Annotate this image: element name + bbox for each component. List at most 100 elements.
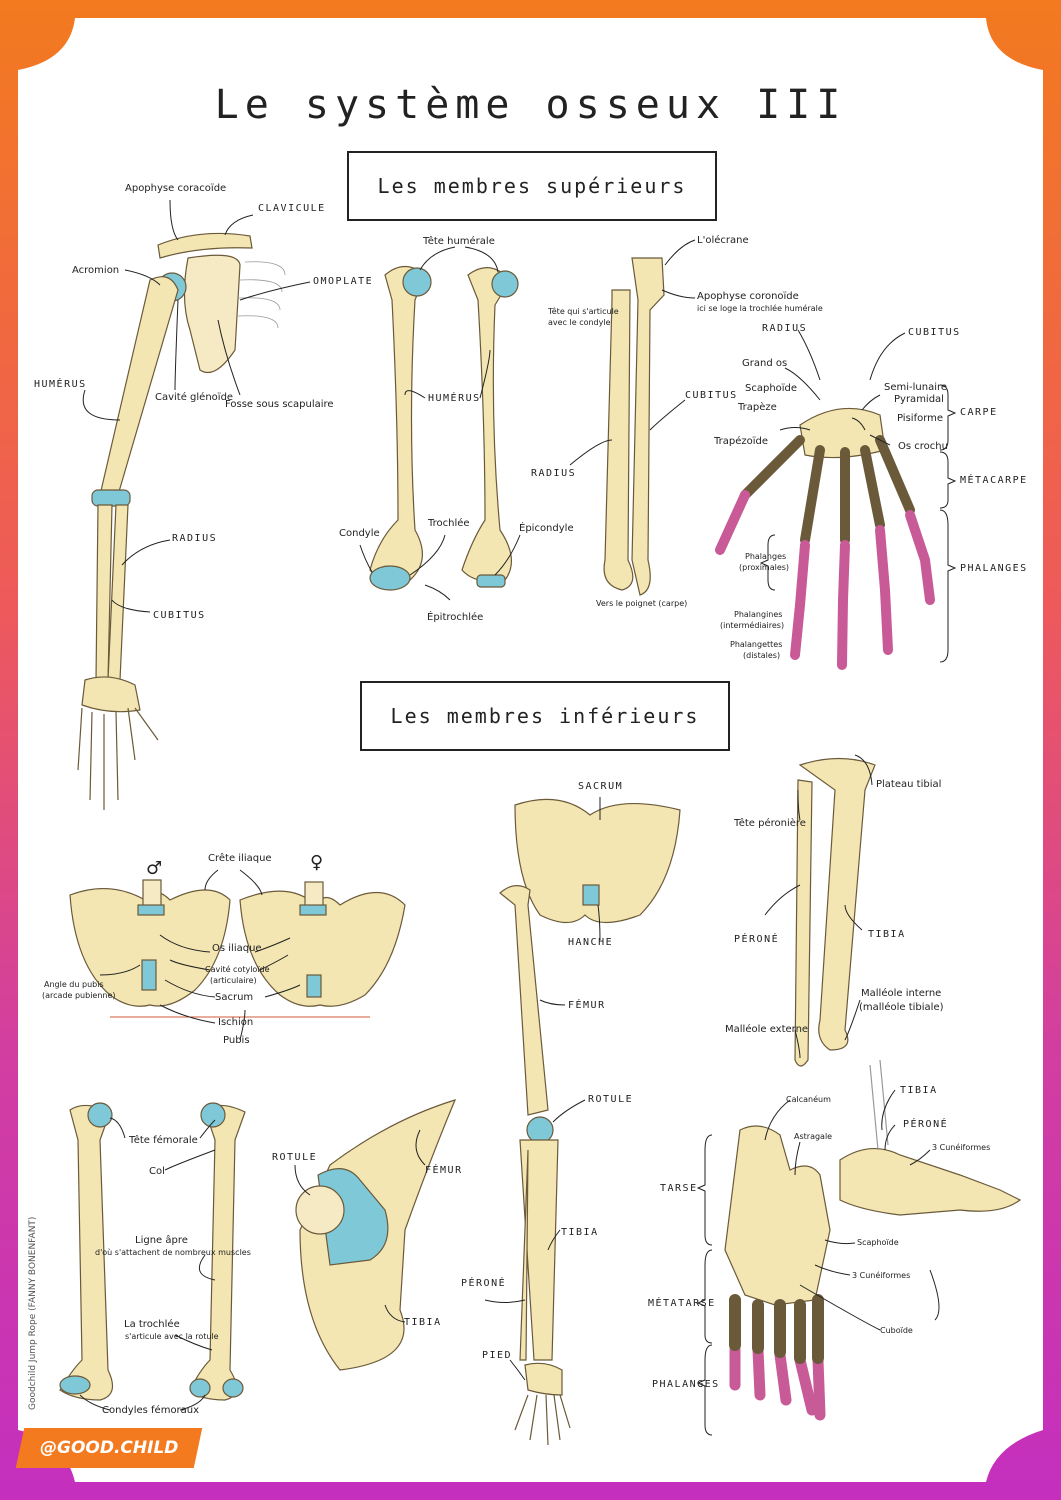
label-arcade-pubienne: (arcade pubienne)	[42, 991, 116, 1000]
pelvis-female	[239, 881, 406, 1007]
label-astragale: Astragale	[794, 1132, 833, 1141]
label-scaphoide-foot: Scaphoïde	[857, 1238, 899, 1247]
label-condyle: Condyle	[339, 528, 380, 539]
label-omoplate: Omoplate	[313, 276, 374, 287]
label-apophyse-coracoide: Apophyse coracoïde	[125, 183, 227, 194]
foot-top	[724, 1125, 831, 1421]
label-trois-cuneiformes-top: 3 Cunéiformes	[852, 1271, 911, 1280]
label-cubitus-arm: cubitus	[153, 610, 206, 621]
label-carpe: Carpe	[960, 407, 998, 418]
label-metatarse: Métatarse	[648, 1298, 716, 1309]
femur-front	[59, 1102, 114, 1401]
section-lower-limbs: Les membres inférieurs	[360, 681, 730, 751]
artist-credit: Goodchild Jump Rope (FANNY BONENFANT)	[28, 1216, 38, 1410]
label-malleole-externe: Malléole externe	[725, 1024, 809, 1035]
label-sacrum-pelvis: Sacrum	[215, 992, 254, 1003]
pelvis-male	[69, 879, 231, 1007]
label-tibia-knee: Tibia	[404, 1317, 442, 1328]
label-epicondyle: Épicondyle	[519, 523, 574, 534]
label-radius-arm: Radius	[172, 533, 218, 544]
label-plateau-tibial: Plateau tibial	[876, 779, 942, 790]
label-radius-forearm: Radius	[531, 468, 577, 479]
label-phalanges-foot: Phalanges	[652, 1379, 720, 1390]
label-pied: Pied	[482, 1350, 513, 1361]
label-os-iliaque: Os iliaque	[212, 943, 262, 954]
label-apophyse-coronoide-note: ici se loge la trochlée humérale	[697, 304, 823, 313]
label-phalanges-hand: Phalanges	[960, 563, 1028, 574]
label-femur-knee: Fémur	[425, 1165, 463, 1176]
label-humerus-arm: Humérus	[34, 379, 87, 390]
label-ischion: Ischion	[218, 1017, 254, 1028]
label-phalanges-proximales-note: (proximales)	[739, 563, 790, 572]
label-scaphoide-hand: Scaphoïde	[745, 383, 798, 394]
label-trochlee: Trochlée	[428, 518, 470, 529]
social-handle-badge[interactable]: @GOOD.CHILD	[15, 1428, 203, 1468]
label-semi-lunaire: Semi-lunaire	[884, 382, 948, 393]
label-tibia-leg2: Tibia	[868, 929, 906, 940]
label-pyramidal: Pyramidal	[894, 394, 944, 405]
label-apophyse-coronoide: Apophyse coronoïde	[697, 291, 799, 302]
label-cubitus-forearm: Cubitus	[685, 390, 738, 401]
label-tarse: Tarse	[660, 1183, 698, 1194]
hand-bones	[715, 407, 935, 670]
label-ligne-apre-note: d'où s'attachent de nombreux muscles	[95, 1248, 251, 1257]
label-malleole-tibiale: (malléole tibiale)	[859, 1002, 944, 1013]
label-tete-humerale: Tête humérale	[423, 236, 495, 247]
tibia-fibula	[794, 757, 876, 1067]
leg-skeleton	[499, 798, 681, 1446]
label-perone-leg2: Péroné	[734, 934, 780, 945]
label-cubitus-hand: Cubitus	[908, 327, 961, 338]
label-la-trochlee: La trochlée	[124, 1319, 180, 1330]
label-sacrum-leg: Sacrum	[578, 781, 624, 792]
label-tete-peroniere: Tête péronière	[734, 818, 806, 829]
label-phalanges-proximales: Phalanges	[745, 552, 787, 561]
label-olecrane: L'olécrane	[697, 235, 749, 246]
ribs	[237, 261, 286, 329]
label-radius-hand: Radius	[762, 323, 808, 334]
label-epitrochlee: Épitrochlée	[427, 612, 484, 623]
label-condyles-femoraux: Condyles fémoraux	[102, 1405, 200, 1416]
label-grand-os: Grand os	[742, 358, 788, 369]
label-tibia-foot: Tibia	[900, 1085, 938, 1096]
male-symbol: ♂	[146, 858, 163, 879]
label-rotule-knee: Rotule	[272, 1152, 318, 1163]
knee-joint	[295, 1099, 457, 1371]
label-hanche: Hanche	[568, 937, 614, 948]
label-acromion: Acromion	[72, 265, 120, 276]
label-cavite-cotyloide: Cavité cotyloïde	[205, 965, 270, 974]
humerus-back	[461, 267, 519, 588]
label-avec-condyle: avec le condyle	[548, 318, 611, 327]
label-cuboide: Cuboïde	[880, 1326, 913, 1335]
label-tete-articule: Tête qui s'articule	[548, 307, 619, 316]
foot-side	[839, 1059, 1022, 1216]
label-phalangines: Phalangines	[734, 610, 783, 619]
label-phalangines-note: (intermédiaires)	[720, 621, 785, 630]
label-ligne-apre: Ligne âpre	[135, 1235, 188, 1246]
label-clavicule: Clavicule	[258, 203, 326, 214]
label-trapezoide: Trapézoïde	[714, 436, 769, 447]
femur-back	[189, 1102, 246, 1401]
label-vers-poignet: Vers le poignet (carpe)	[596, 599, 688, 608]
label-metacarpe: Métacarpe	[960, 475, 1028, 486]
label-tete-femorale: Tête fémorale	[129, 1135, 198, 1146]
label-malleole-interne: Malléole interne	[861, 988, 942, 999]
label-phalangettes: Phalangettes	[730, 640, 783, 649]
label-perone-foot: Péroné	[903, 1119, 949, 1130]
label-os-crochu: Os crochu	[898, 441, 948, 452]
label-la-trochlee-note: s'articule avec la rotule	[125, 1332, 219, 1341]
forearm-bones	[603, 257, 665, 596]
label-perone-leg: Péroné	[461, 1278, 507, 1289]
section-upper-limbs: Les membres supérieurs	[347, 151, 717, 221]
label-angle-pubis: Angle du pubis	[44, 980, 104, 989]
label-tibia-leg: Tibia	[561, 1227, 599, 1238]
humerus-front	[369, 265, 432, 591]
label-crete-iliaque: Crête iliaque	[208, 853, 272, 864]
label-calcaneum: Calcanéum	[786, 1095, 831, 1104]
label-phalangettes-note: (distales)	[743, 651, 781, 660]
label-cavite-glenoide: Cavité glénoïde	[155, 392, 234, 403]
label-pubis: Pubis	[223, 1035, 250, 1046]
label-femur-leg: Fémur	[568, 1000, 606, 1011]
label-rotule-leg: Rotule	[588, 1094, 634, 1105]
label-trois-cuneiformes-side: 3 Cunéiformes	[932, 1143, 991, 1152]
